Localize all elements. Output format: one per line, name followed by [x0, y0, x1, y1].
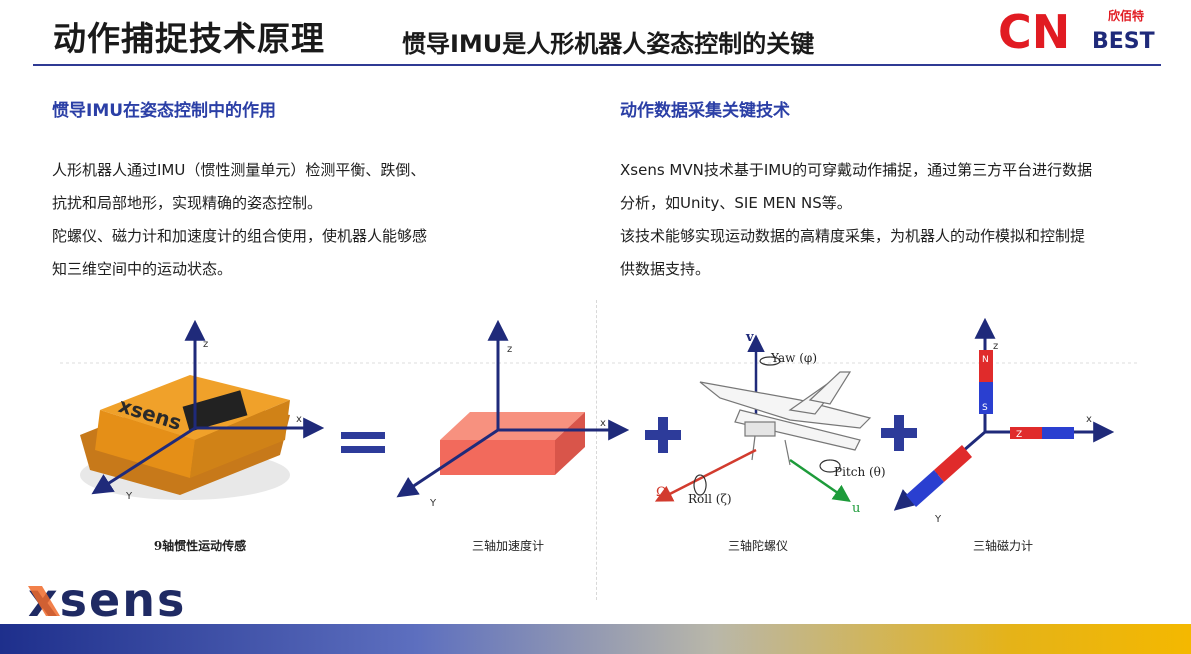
right-paragraph: Xsens MVN技术基于IMU的可穿戴动作捕捉，通过第三方平台进行数据 分析，…: [620, 154, 1092, 286]
sensor-connector: [182, 390, 248, 432]
mag-z-axis-label: z: [993, 341, 998, 352]
logo-chinese: 欣佰特: [1108, 8, 1144, 23]
magnetometer-group: z x Y N S Z: [893, 317, 1115, 525]
imu-diagram: xsens z x Y z x Y v Yaw (φ): [60, 317, 1140, 553]
mag-n-label: N: [982, 355, 989, 365]
right-heading: 动作数据采集关键技术: [620, 101, 790, 121]
right-line: 供数据支持。: [620, 260, 711, 278]
page-subtitle: 惯导IMU是人形机器人姿态控制的关键: [402, 30, 815, 58]
brand-accent: [28, 586, 60, 616]
equals-bar-top: [341, 432, 385, 439]
caption-gyroscope: 三轴陀螺仪: [728, 538, 788, 553]
column-divider: [596, 300, 597, 600]
gyro-pitch-label: Pitch (θ): [834, 465, 886, 479]
gyro-yaw-label: Yaw (φ): [770, 351, 817, 365]
accel-y-label: Y: [429, 498, 437, 509]
airplane-icon: [699, 371, 872, 466]
left-heading: 惯导IMU在姿态控制中的作用: [52, 101, 277, 121]
mag-bar-x-north: [1010, 427, 1042, 439]
right-line: 该技术能够实现运动数据的高精度采集，为机器人的动作模拟和控制提: [620, 227, 1086, 245]
roll-arc: [693, 474, 707, 496]
caption-magnetometer: 三轴磁力计: [973, 538, 1033, 553]
accel-z-label: z: [507, 344, 512, 355]
cnbest-logo: CN 欣佰特 BEST: [998, 5, 1155, 56]
axis-z-label: z: [203, 339, 208, 350]
equals-bar-bottom: [341, 446, 385, 453]
accelerometer-group: z x Y: [396, 319, 630, 509]
mag-bar-z-south: [979, 382, 993, 414]
page-title: 动作捕捉技术原理: [53, 19, 325, 58]
mag-bar-y-north: [934, 445, 972, 482]
logo-english: BEST: [1092, 29, 1155, 54]
yaw-arc: [759, 356, 781, 366]
gyro-u-label: u: [852, 501, 860, 516]
mag-x-axis-label: x: [1086, 414, 1092, 425]
left-paragraph: 人形机器人通过IMU（惯性测量单元）检测平衡、跌倒、 抗扰和局部地形，实现精确的…: [52, 154, 427, 286]
gyro-roll-label: Roll (ζ): [688, 492, 732, 506]
axis-x-label: x: [296, 414, 302, 425]
left-line: 人形机器人通过IMU（惯性测量单元）检测平衡、跌倒、: [52, 161, 426, 179]
footer-gradient-bar: [0, 624, 1191, 654]
axis-y-label: Y: [125, 491, 133, 502]
mag-bar-z-north: [979, 350, 993, 382]
xsens-brand-logo: xsens: [28, 578, 184, 622]
plus-2-v: [894, 415, 904, 451]
right-line: Xsens MVN技术基于IMU的可穿戴动作捕捉，通过第三方平台进行数据: [620, 161, 1093, 179]
axis-y-line: [91, 426, 196, 495]
mag-bar-y-south: [906, 470, 944, 507]
left-line: 知三维空间中的运动状态。: [52, 260, 233, 278]
left-line: 陀螺仪、磁力计和加速度计的组合使用，使机器人能够感: [52, 227, 428, 245]
right-line: 分析，如Unity、SIE MEN NS等。: [620, 194, 852, 212]
accel-box-top: [440, 412, 585, 440]
gyro-v-label: v: [745, 330, 754, 345]
accel-x-label: x: [600, 418, 606, 429]
gyro-axis-u: [789, 458, 851, 502]
sensor-right: [190, 400, 290, 478]
mag-z-label: Z: [1016, 430, 1022, 440]
gyro-omega-label: Ω: [656, 485, 667, 500]
left-line: 抗扰和局部地形，实现精确的姿态控制。: [52, 194, 323, 212]
pitch-arc: [819, 459, 841, 473]
caption-accelerometer: 三轴加速度计: [472, 538, 544, 553]
mag-y-axis-label: Y: [934, 514, 942, 525]
sensor-group: xsens z x Y: [80, 319, 325, 502]
header-rule: [33, 64, 1161, 66]
plus-1-v: [658, 417, 668, 453]
mag-s-label: S: [982, 403, 988, 413]
caption-sensor: 9轴惯性运动传感: [154, 538, 246, 553]
accel-axis-y: [396, 428, 499, 498]
sensor-front: [95, 410, 195, 478]
gyro-axis-roll: [654, 448, 757, 502]
gyroscope-group: v Yaw (φ) Ω Roll (ζ) u Pitch (θ): [654, 330, 886, 516]
mag-bar-x-south: [1042, 427, 1074, 439]
accel-box-side: [555, 412, 585, 475]
logo-letters: CN: [998, 5, 1070, 56]
